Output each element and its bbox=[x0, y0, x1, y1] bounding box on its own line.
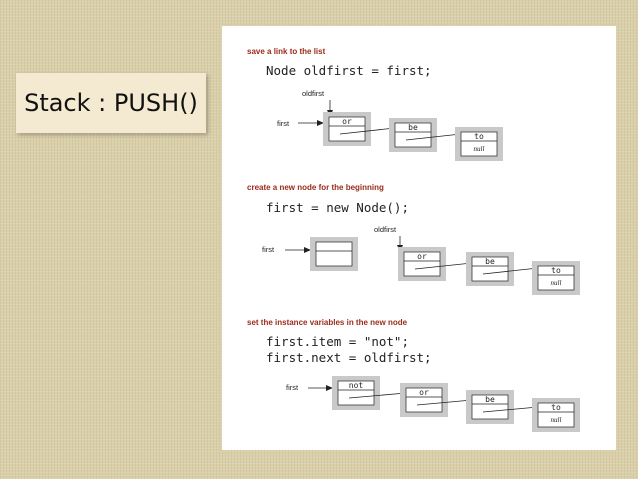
node: to null bbox=[532, 398, 580, 432]
step-2-oldfirst-label: oldfirst bbox=[374, 225, 397, 234]
node: or bbox=[323, 112, 371, 146]
step-2: create a new node for the beginning firs… bbox=[247, 183, 580, 295]
node: be bbox=[466, 252, 514, 286]
step-3: set the instance variables in the new no… bbox=[247, 318, 580, 432]
slide-title-box: Stack : PUSH() bbox=[16, 73, 206, 133]
node-null: null bbox=[551, 279, 562, 287]
node: to null bbox=[455, 127, 503, 161]
step-3-code-line-2: first.next = oldfirst; bbox=[266, 350, 432, 365]
step-1-first-label: first bbox=[277, 119, 290, 128]
next-link bbox=[339, 125, 396, 135]
node-item: be bbox=[485, 395, 495, 404]
step-1: save a link to the list Node oldfirst = … bbox=[247, 47, 503, 161]
node-item: to bbox=[551, 403, 561, 412]
node-item: be bbox=[485, 257, 495, 266]
node-item: not bbox=[349, 381, 364, 390]
node: be bbox=[389, 118, 437, 152]
push-diagram: save a link to the list Node oldfirst = … bbox=[247, 47, 580, 432]
node-item: or bbox=[419, 388, 429, 397]
node bbox=[310, 237, 358, 271]
next-link bbox=[414, 260, 473, 270]
slide-title: Stack : PUSH() bbox=[24, 89, 198, 117]
step-1-oldfirst-label: oldfirst bbox=[302, 89, 325, 98]
step-1-code-line-1: Node oldfirst = first; bbox=[266, 63, 432, 78]
node-null: null bbox=[551, 416, 562, 424]
next-link bbox=[348, 390, 407, 399]
next-link bbox=[405, 131, 462, 141]
next-link bbox=[482, 404, 539, 413]
node: be bbox=[466, 390, 514, 424]
step-3-heading: set the instance variables in the new no… bbox=[247, 318, 408, 327]
node-item: to bbox=[474, 132, 484, 141]
node-null: null bbox=[474, 145, 485, 153]
node: or bbox=[400, 383, 448, 417]
node-item: or bbox=[417, 252, 427, 261]
step-2-first-label: first bbox=[262, 245, 275, 254]
step-2-heading: create a new node for the beginning bbox=[247, 183, 384, 192]
diagram-panel: save a link to the list Node oldfirst = … bbox=[222, 26, 616, 450]
next-link bbox=[416, 397, 473, 406]
node: or bbox=[398, 247, 446, 281]
node: not bbox=[332, 376, 380, 410]
step-2-code-line-1: first = new Node(); bbox=[266, 200, 409, 215]
step-3-code-line-1: first.item = "not"; bbox=[266, 334, 409, 349]
node-item: be bbox=[408, 123, 418, 132]
step-3-first-label: first bbox=[286, 383, 299, 392]
next-link bbox=[482, 265, 539, 275]
step-1-heading: save a link to the list bbox=[247, 47, 326, 56]
node: to null bbox=[532, 261, 580, 295]
node-item: or bbox=[342, 117, 352, 126]
node-item: to bbox=[551, 266, 561, 275]
